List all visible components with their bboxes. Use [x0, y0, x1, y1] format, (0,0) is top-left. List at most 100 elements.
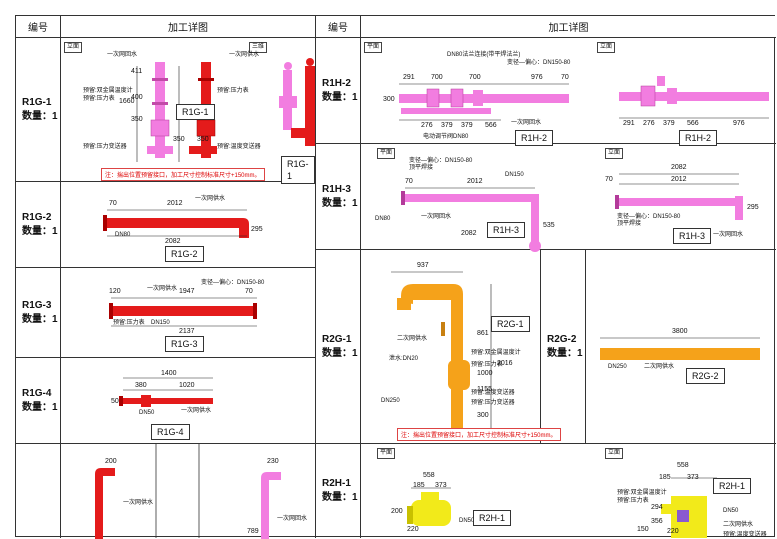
dim: 566 — [687, 120, 699, 127]
row-code-r1h3: R1H-3 数量：1 — [316, 144, 361, 250]
dim: 411 — [131, 68, 143, 75]
qty-r1h3: 数量：1 — [322, 197, 358, 209]
row-code-r2h1: R2H-1 数量：1 — [316, 444, 361, 538]
r1g4-drawing — [119, 377, 213, 407]
view-tag-plan: 平面 — [377, 448, 396, 459]
view-tag-elev: 立面 — [605, 448, 624, 459]
label: 预留:压力表 — [83, 96, 115, 102]
dim: 400 — [131, 94, 143, 101]
header-code: 编号 — [16, 16, 61, 38]
label: DN80 — [375, 216, 391, 222]
figure-label-r2g2: R2G-2 — [686, 368, 725, 384]
dim: 185 — [413, 482, 425, 489]
label: 预留:双金属温度计 — [617, 490, 667, 496]
qty-r1g3: 数量：1 — [22, 313, 58, 325]
dim: 200 — [105, 458, 117, 465]
label: 预留:压力表 — [617, 498, 649, 504]
label: 变径—偏心：DN150-80 — [617, 214, 681, 220]
figure-label-r2h1: R2H-1 — [473, 510, 512, 526]
dim: 789 — [247, 528, 259, 535]
dim: 300 — [383, 96, 395, 103]
dim: 70 — [605, 176, 613, 183]
dim: 120 — [109, 288, 121, 295]
qty-r2g2: 数量：1 — [547, 347, 583, 359]
label: 顶平焊接 — [617, 221, 642, 227]
figure-label-r1g4: R1G-4 — [151, 424, 190, 440]
dim: 976 — [531, 74, 543, 81]
r2g3-drawing — [95, 444, 281, 539]
row-code-r1g4: R1G-4 数量：1 — [16, 358, 61, 444]
detail-r2g3: 200 789 230 一次网供水 一次网回水 — [61, 444, 316, 539]
label: 一次网回水 — [713, 232, 744, 238]
qty-r2g1: 数量：1 — [322, 347, 358, 359]
dim: 566 — [485, 122, 497, 129]
label: 预留:温度变送器 — [217, 144, 261, 150]
label: 预留:双金属温度计 — [471, 350, 521, 356]
detail-r2g2: 3800 DN250 二次网供水 R2G-2 — [586, 250, 776, 444]
label: 二次网供水 — [723, 522, 754, 528]
note-r1g1: 注：揣出位置预留接口，加工尺寸控制标准尺寸+150mm。 — [101, 168, 265, 181]
dim: 379 — [663, 120, 675, 127]
dim: 3800 — [672, 328, 688, 335]
view-tag-elev: 立面 — [605, 148, 624, 159]
figure-label-r1h3: R1H-3 — [487, 222, 526, 238]
row-code-r1g1: R1G-1 数量：1 — [16, 38, 61, 182]
dim: 350 — [197, 136, 209, 143]
view-tag-plan: 平面 — [364, 42, 383, 53]
detail-r2h1: 平面 立面 558 185 373 200 220 558 185 373 29… — [361, 444, 776, 538]
row-code-r1g2: R1G-2 数量：1 — [16, 182, 61, 268]
label: 二次网供水 — [644, 364, 675, 370]
dim: 1400 — [161, 370, 177, 377]
row-code-r2g1: R2G-1 数量：1 — [316, 250, 361, 444]
r2g2-drawing — [600, 337, 760, 360]
label: 预留:压力变送器 — [471, 400, 515, 406]
qty-r1g2: 数量：1 — [22, 225, 58, 237]
dim: 1155 — [477, 386, 493, 393]
dim: 294 — [651, 504, 663, 511]
label: DN50 — [139, 410, 155, 416]
dim: 185 — [659, 474, 671, 481]
dim: 379 — [441, 122, 453, 129]
dim: 291 — [403, 74, 415, 81]
r1h3-drawing — [401, 173, 743, 252]
process-drawing-table: 编号 加工详图 编号 加工详图 R1G-1 数量：1 立面 三维 — [15, 15, 776, 539]
dim: 373 — [687, 474, 699, 481]
label: DN50 — [459, 518, 475, 524]
label: DN80 — [115, 232, 131, 238]
dim: 937 — [417, 262, 429, 269]
dim: 2082 — [671, 164, 687, 171]
row-code-r2g3 — [16, 444, 61, 538]
row-code-r1g3: R1G-3 数量：1 — [16, 268, 61, 358]
detail-r2g1: 937 861 2016 1000 1155 300 二次网供水 泄水:DN20… — [361, 250, 561, 444]
label: DN250 — [608, 364, 627, 370]
code-r2g2: R2G-2 — [547, 333, 577, 345]
label: DN150 — [505, 172, 524, 178]
figure-label-r1g1-3d: R1G-1 — [281, 156, 315, 184]
dim: 373 — [435, 482, 447, 489]
view-tag-elev: 立面 — [64, 42, 83, 53]
view-tag-plan: 平面 — [377, 148, 396, 159]
dim: 2137 — [179, 328, 195, 335]
detail-r1g4: 1400 380 1020 50 一次网供水 DN50 R1G-4 — [61, 358, 316, 444]
code-r2g1: R2G-1 — [322, 333, 352, 345]
note-r2g1: 注：揣出位置预留接口，加工尺寸控制标准尺寸+150mm。 — [397, 428, 561, 441]
label: 变径—偏心：DN150-80 — [201, 280, 265, 286]
label: DN50 — [723, 508, 739, 514]
header-code-2: 编号 — [316, 16, 361, 38]
label: 顶平焊接 — [409, 165, 434, 171]
dim: 535 — [543, 222, 555, 229]
dim: 356 — [651, 518, 663, 525]
qty-r2h1: 数量：1 — [322, 492, 358, 503]
detail-r1g3: 120 1947 70 2137 一次网供水 变径—偏心：DN150-80 预留… — [61, 268, 316, 358]
dim: 1020 — [179, 382, 195, 389]
view-tag-elev: 立面 — [597, 42, 616, 53]
dim: 50 — [111, 398, 119, 405]
dim: 70 — [561, 74, 569, 81]
detail-r1g2: 70 2012 2082 295 一次网供水 DN80 R1G-2 — [61, 182, 316, 268]
qty-r1g1: 数量：1 — [22, 110, 58, 122]
dim: 2012 — [467, 178, 483, 185]
dim: 976 — [733, 120, 745, 127]
dim: 2012 — [167, 200, 183, 207]
label: 电动调节阀DN80 — [423, 134, 469, 140]
r1g2-drawing — [103, 209, 249, 238]
